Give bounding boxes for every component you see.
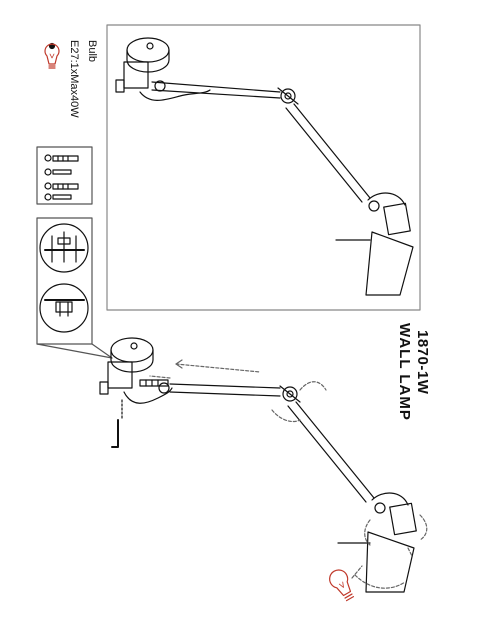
bulb-icon bbox=[44, 42, 60, 69]
screws-panel bbox=[36, 146, 93, 205]
assembled-lamp bbox=[115, 37, 414, 296]
assembled-view-frame bbox=[106, 24, 421, 311]
exploded-lamp bbox=[99, 337, 428, 602]
screw-icon bbox=[44, 154, 79, 201]
allen-key-icon bbox=[111, 399, 123, 448]
bulb-install-icon bbox=[329, 569, 355, 602]
detail-callout bbox=[36, 217, 113, 359]
